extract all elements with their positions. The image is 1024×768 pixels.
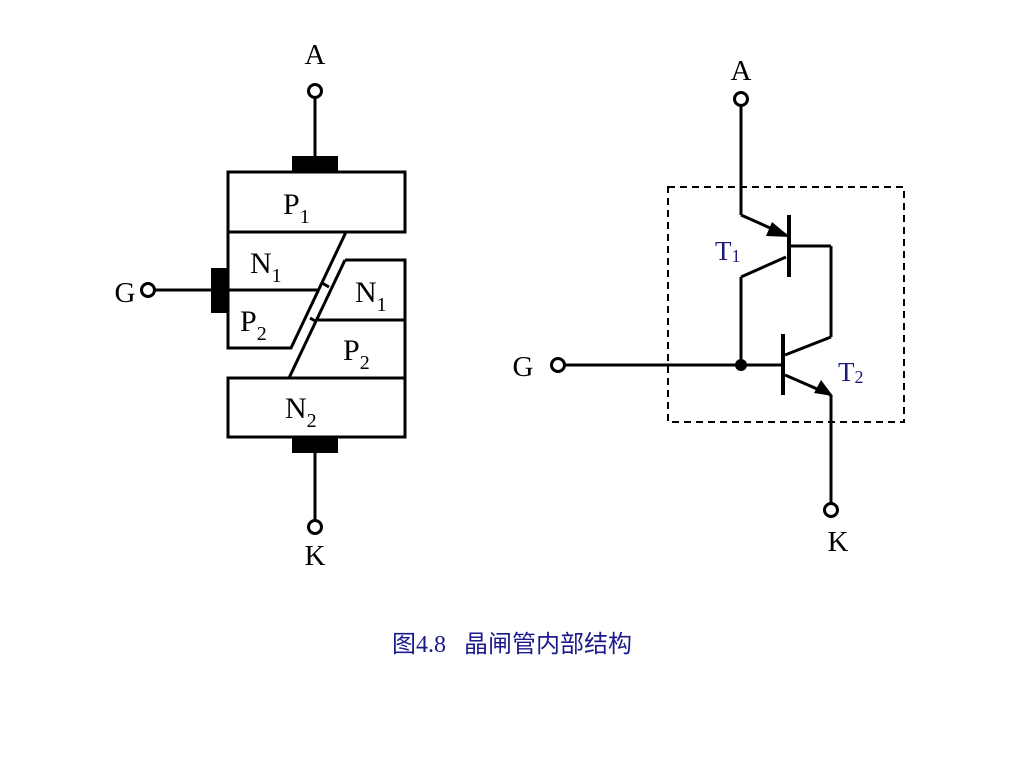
t1-collector <box>740 255 787 279</box>
left-anode-label: A <box>305 39 326 71</box>
bridge-top <box>321 281 330 289</box>
cathode-terminal <box>307 519 323 535</box>
caption-number: 图4.8 <box>392 632 446 658</box>
gate-electrode <box>211 268 228 313</box>
cathode-electrode <box>292 437 338 453</box>
p2-right-label: P2 <box>343 334 370 374</box>
left-cathode-label: K <box>305 540 326 572</box>
p1-layer <box>226 170 407 234</box>
right-gate-terminal <box>550 357 566 373</box>
anode-terminal <box>307 83 323 99</box>
t2-label: T2 <box>838 357 864 387</box>
right-gate-label: G <box>513 351 534 383</box>
n1-right-label: N1 <box>355 276 387 316</box>
t2-emitter-arrow <box>814 380 833 396</box>
gate-terminal <box>140 282 156 298</box>
junction-dot <box>735 359 747 371</box>
right-anode-label: A <box>731 55 752 87</box>
anode-electrode <box>292 156 338 172</box>
dashed-boundary-box <box>667 186 905 423</box>
left-gate-label: G <box>115 277 136 309</box>
caption-title: 晶闸管内部结构 <box>464 632 632 658</box>
t2-collector <box>784 335 832 357</box>
t1-emitter-arrow <box>766 222 790 237</box>
right-block-diagonal <box>287 259 347 379</box>
t1-label: T1 <box>715 236 741 266</box>
p2-left-label: P2 <box>240 305 267 345</box>
transistor-model-diagram <box>550 91 905 518</box>
p1-label: P1 <box>283 188 310 228</box>
right-cathode-terminal <box>823 502 839 518</box>
n2-label: N2 <box>285 392 317 432</box>
figure-caption: 图4.8 晶闸管内部结构 <box>0 624 1024 659</box>
n1-left-label: N1 <box>250 247 282 287</box>
layer-structure-diagram <box>140 83 407 535</box>
bridge-bottom <box>309 316 318 324</box>
right-cathode-label: K <box>828 526 849 558</box>
right-anode-terminal <box>733 91 749 107</box>
